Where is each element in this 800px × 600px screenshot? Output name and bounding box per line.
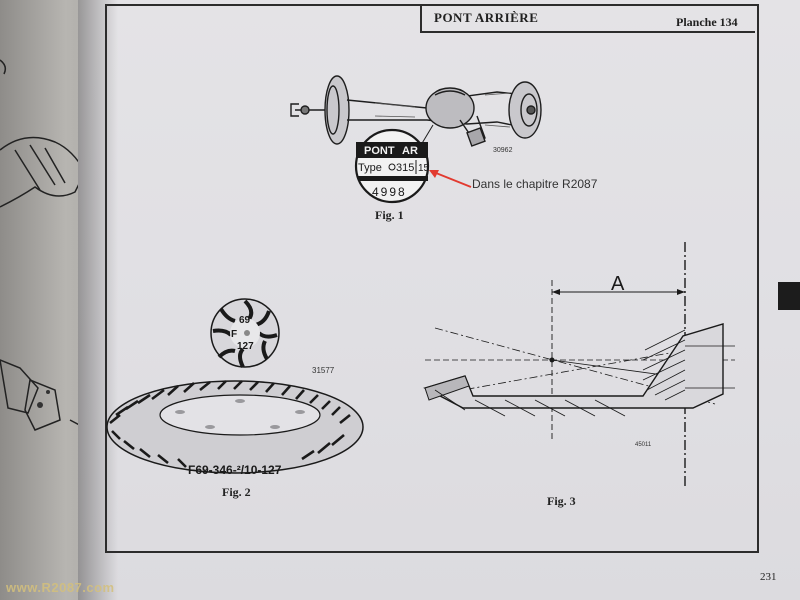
watermark-text: www.R2087.com: [6, 580, 115, 595]
page-number: 231: [760, 571, 777, 583]
ring-gear-marking: F69-346-²/10-127: [188, 463, 282, 477]
header-divider: [420, 4, 422, 32]
plate-type-label: Type: [358, 162, 382, 174]
gear-section-drawing: A 45011: [423, 242, 735, 488]
rear-axle-drawing: 30962: [290, 75, 542, 156]
page-title: PONT ARRIÈRE: [434, 10, 539, 25]
fig1-drawing-ref: 30962: [493, 147, 513, 154]
annotation-arrow: [429, 170, 472, 188]
axle-id-plate: PONT AR Type 315 15 4998: [354, 128, 430, 204]
dimension-a-label: A: [611, 273, 625, 295]
fig2-drawing-ref: 31577: [312, 366, 335, 375]
fig3-caption: Fig. 3: [547, 494, 576, 508]
pinion-gear-drawing: 69 F 127: [210, 298, 280, 368]
plate-mark-text: AR: [402, 145, 418, 157]
fig3-drawing-ref: 45011: [635, 442, 652, 448]
pinion-top-label: 69: [239, 315, 251, 326]
page-frame: [105, 4, 759, 553]
fig1-caption: Fig. 1: [375, 208, 404, 222]
plate-number: 4998: [372, 185, 407, 199]
plate-type-suffix: 15: [418, 163, 430, 174]
plate-type-value: 315: [396, 162, 414, 174]
annotation-text: Dans le chapitre R2087: [472, 177, 598, 191]
section-tab-marker: [778, 282, 800, 310]
plate-top-text: PONT: [364, 145, 395, 157]
page-gutter-shadow: [78, 0, 118, 600]
header-rule: [420, 31, 755, 33]
ring-gear-drawing: F69-346-²/10-127: [106, 380, 364, 477]
pinion-bottom-label: 127: [237, 341, 254, 352]
pinion-mid-label: F: [231, 329, 237, 340]
plate-number: Planche 134: [676, 15, 738, 29]
fig2-caption: Fig. 2: [222, 485, 251, 499]
